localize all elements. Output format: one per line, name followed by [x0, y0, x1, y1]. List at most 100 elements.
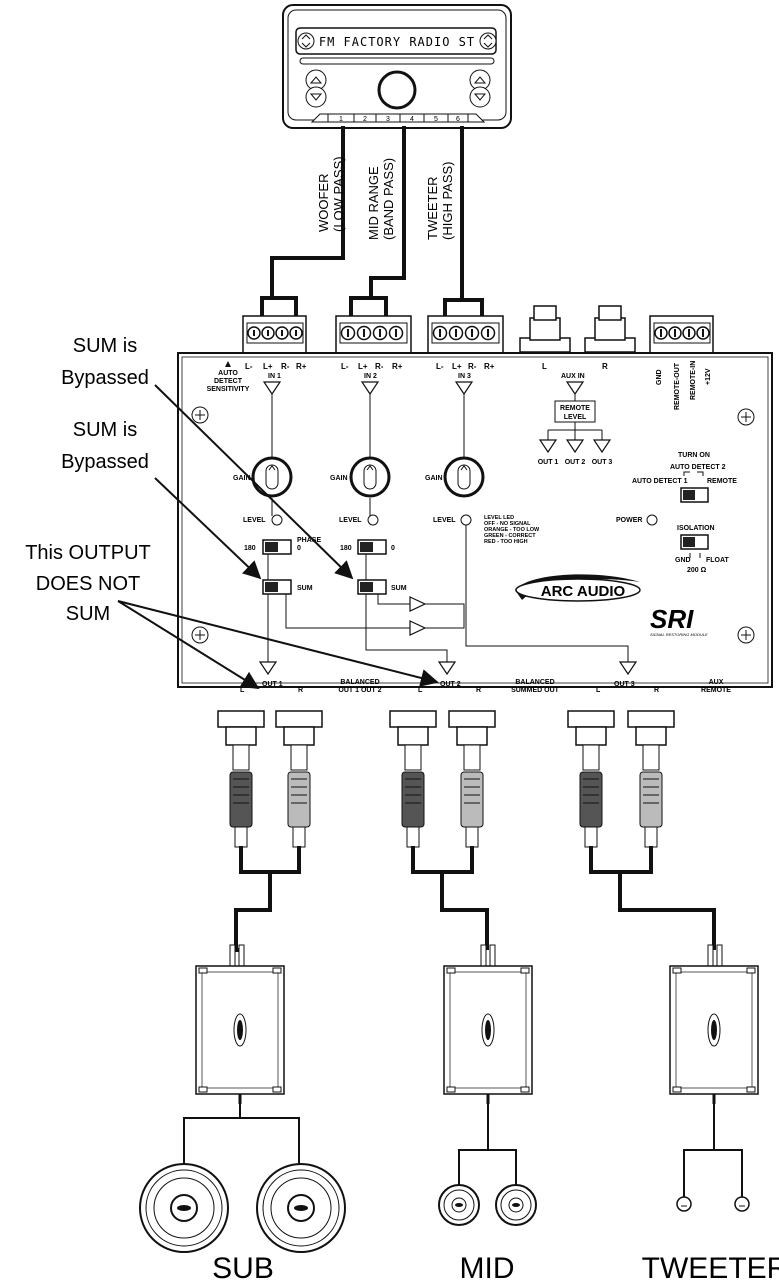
turn-on-label: TURN ON	[678, 452, 710, 459]
pin-r-plus-2: R+	[392, 362, 403, 371]
tweeter-speakers	[676, 1196, 750, 1212]
balanced-summed-label: BALANCED	[515, 679, 554, 686]
remote-level-label: REMOTE	[560, 405, 590, 412]
remote-label: REMOTE	[707, 478, 737, 485]
auto-detect-label-2: DETECT	[214, 378, 243, 385]
gain-knob-2[interactable]	[349, 456, 391, 498]
input-terminal-blocks	[242, 305, 714, 354]
pin-r-plus: R+	[296, 362, 307, 371]
terminal-in1	[242, 315, 307, 354]
amplifier-tweeter	[669, 944, 759, 1104]
radio-seek-left-icon[interactable]	[297, 32, 315, 50]
radio-down-right-icon[interactable]	[469, 86, 491, 108]
preset-6[interactable]: 6	[456, 116, 460, 123]
turn-on-switch[interactable]	[680, 487, 709, 503]
pin-l-minus-3: L-	[436, 362, 444, 371]
preset-5[interactable]: 5	[434, 116, 438, 123]
remote-out3-label: OUT 3	[592, 459, 613, 466]
sum-label-2: SUM	[391, 585, 407, 592]
pin-r-minus: R-	[281, 362, 290, 371]
mid-wire-label: MID RANGE	[366, 166, 381, 240]
aux-remote-label-2: REMOTE	[701, 687, 731, 694]
out3-label: OUT 3	[614, 681, 635, 688]
phase-label: PHASE	[297, 537, 321, 544]
level-led-legend-title: LEVEL LED	[484, 515, 514, 521]
radio-down-left-icon[interactable]	[305, 86, 327, 108]
balanced-summed-label-2: SUMMED OUT	[511, 687, 560, 694]
mid-speakers	[438, 1184, 537, 1226]
power-label: POWER	[616, 517, 642, 524]
isolation-switch[interactable]	[680, 534, 709, 550]
isolation-label: ISOLATION	[677, 525, 715, 532]
sum-bypassed-note-2-line2: Bypassed	[61, 451, 149, 473]
pin-gnd: GND	[656, 369, 663, 385]
phase-switch-1[interactable]	[262, 539, 292, 555]
radio-preset-buttons[interactable]: 1 2 3 4 5 6	[327, 114, 469, 123]
phase-180-label-1: 180	[244, 545, 256, 552]
out2-l-label: L	[418, 687, 423, 694]
amplifier-mid	[443, 944, 533, 1104]
sum-switch-2[interactable]	[357, 579, 387, 595]
terminal-in3	[427, 315, 504, 354]
arc-audio-logo: ARC AUDIO	[515, 574, 641, 602]
gain-knob-3[interactable]	[443, 456, 485, 498]
output-rca-plugs	[217, 710, 675, 848]
terminal-in2	[335, 315, 412, 354]
sub-label: SUB	[212, 1252, 274, 1283]
pin-l-minus: L-	[245, 362, 253, 371]
phase-180-label-2: 180	[340, 545, 352, 552]
float-label: FLOAT	[706, 557, 730, 564]
woofer-sub-label: (LOW PASS)	[331, 156, 346, 232]
tweeter-wire-sub-label: (HIGH PASS)	[440, 162, 455, 241]
aux-in-jack-left	[519, 305, 571, 353]
in3-label: IN 3	[458, 373, 471, 380]
subwoofer-speakers	[139, 1163, 346, 1253]
auto-detect-2-label: AUTO DETECT 2	[670, 464, 726, 471]
phase-0-label-2: 0	[391, 545, 395, 552]
level-led-legend-red: RED - TOO HIGH	[484, 539, 528, 545]
model-sub-label: SIGNAL RESTORING MODULE	[650, 632, 708, 637]
out3-l-label: L	[596, 687, 601, 694]
radio-seek-right-icon[interactable]	[479, 32, 497, 50]
tweeter-label: TWEETER	[642, 1252, 779, 1283]
pin-l-plus: L+	[263, 362, 273, 371]
in2-label: IN 2	[364, 373, 377, 380]
gain-knob-1[interactable]	[251, 456, 293, 498]
gain-label-1: GAIN	[233, 475, 251, 482]
gain-label-3: GAIN	[425, 475, 443, 482]
model-label: SRI	[650, 604, 694, 634]
sum-bypassed-note-1: SUM is	[73, 335, 137, 357]
pin-r-minus-2: R-	[375, 362, 384, 371]
woofer-label: WOOFER	[316, 174, 331, 233]
aux-remote-label: AUX	[709, 679, 724, 686]
sum-switch-1[interactable]	[262, 579, 292, 595]
pin-remote-out: REMOTE-OUT	[674, 362, 681, 410]
preset-2[interactable]: 2	[363, 116, 367, 123]
out2-label: OUT 2	[440, 681, 461, 688]
balanced-out-label: BALANCED	[340, 679, 379, 686]
aux-in-jack-right	[584, 305, 636, 353]
preset-1[interactable]: 1	[339, 116, 343, 123]
phase-0-label-1: 0	[297, 545, 301, 552]
preset-3[interactable]: 3	[386, 116, 390, 123]
pin-remote-in: REMOTE-IN	[690, 361, 697, 400]
sum-label-1: SUM	[297, 585, 313, 592]
out1-l-label: L	[240, 687, 245, 694]
screw-icon	[191, 406, 755, 644]
triangle-up-icon	[225, 361, 231, 367]
no-sum-note: This OUTPUT	[25, 542, 151, 564]
annotation-arrows	[117, 384, 439, 689]
preset-4[interactable]: 4	[410, 116, 414, 123]
remote-level-label-2: LEVEL	[564, 414, 587, 421]
mid-label: MID	[460, 1252, 515, 1283]
remote-out1-label: OUT 1	[538, 459, 559, 466]
radio-volume-knob[interactable]	[377, 70, 417, 110]
level-led-1	[271, 514, 283, 526]
sum-bypassed-note-1-line2: Bypassed	[61, 367, 149, 389]
gain-label-2: GAIN	[330, 475, 348, 482]
level-led-legend-green: GREEN - CORRECT	[484, 533, 536, 539]
phase-switch-2[interactable]	[357, 539, 387, 555]
ohm-label: 200 Ω	[687, 567, 707, 574]
pin-l-minus-2: L-	[341, 362, 349, 371]
